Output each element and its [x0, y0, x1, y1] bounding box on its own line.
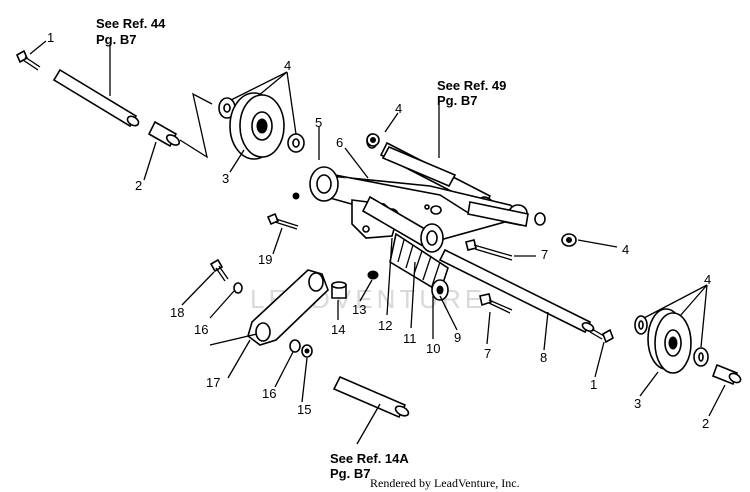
washer-16-lower [289, 339, 301, 353]
bolt-18 [209, 258, 229, 282]
callout-9: 9 [454, 330, 461, 345]
center-small-parts [292, 192, 442, 280]
lower-shaft [332, 375, 410, 419]
callout-15: 15 [297, 402, 311, 417]
callout-10: 10 [426, 341, 440, 356]
upper-right-shaft [381, 145, 457, 188]
washer-16-upper [233, 282, 243, 294]
callout-14: 14 [331, 322, 345, 337]
bolt-7-lower [479, 293, 513, 314]
callout-2-left: 2 [135, 178, 142, 193]
right-wheel [647, 308, 692, 374]
spacer-14 [331, 281, 347, 299]
right-spacer [711, 363, 742, 386]
center-tube [361, 195, 444, 253]
upper-shaft [52, 68, 140, 128]
callout-8: 8 [540, 350, 547, 365]
right-washer-4 [561, 233, 577, 247]
callout-7-lower: 7 [484, 346, 491, 361]
callout-7-upper: 7 [541, 247, 548, 262]
callout-13: 13 [352, 302, 366, 317]
callout-1-upper: 1 [47, 30, 54, 45]
callout-2-right: 2 [702, 416, 709, 431]
callout-5: 5 [315, 115, 322, 130]
render-credit: Rendered by LeadVenture, Inc. [370, 476, 520, 490]
ref14a-line1: See Ref. 14A [330, 451, 409, 466]
nut-15 [301, 344, 313, 358]
reference-note-44: See Ref. 44 Pg. B7 [96, 16, 166, 47]
reference-note-49: See Ref. 49 Pg. B7 [437, 78, 506, 108]
upper-wheel [229, 92, 285, 160]
callout-4-upper-left: 4 [284, 58, 291, 73]
upper-spacer [147, 120, 181, 148]
upper-right-washer [366, 133, 380, 147]
callout-16-upper: 16 [194, 322, 208, 337]
callout-4-center: 4 [395, 101, 402, 116]
callout-6: 6 [336, 135, 343, 150]
reference-note-14a: See Ref. 14A Pg. B7 [330, 451, 409, 481]
callout-16-lower: 16 [262, 386, 276, 401]
right-washer-a [634, 315, 648, 335]
bolt-19 [266, 212, 299, 230]
leader-lines [29, 40, 726, 445]
bolt-7-upper [465, 239, 513, 261]
callout-4-right: 4 [622, 242, 629, 257]
link-arm-17 [247, 269, 329, 346]
bolt-1-right [589, 328, 614, 344]
shock-spring [389, 232, 449, 301]
ref49-line1: See Ref. 49 [437, 78, 506, 93]
callout-17: 17 [206, 375, 220, 390]
upper-left-bolt [15, 49, 41, 71]
callout-3-left: 3 [222, 171, 229, 186]
callout-11: 11 [403, 331, 417, 346]
pivot-shaft-long [438, 248, 595, 334]
callout-4-lower-right: 4 [704, 272, 711, 287]
callout-1-lower: 1 [590, 377, 597, 392]
ref49-line2: Pg. B7 [437, 93, 477, 108]
callout-19: 19 [258, 252, 272, 267]
callout-12: 12 [378, 318, 392, 333]
callout-18: 18 [170, 305, 184, 320]
upper-washer-b [287, 133, 305, 153]
callout-labels: 1 4 2 3 5 6 4 7 4 19 18 16 14 13 12 11 1… [47, 30, 711, 431]
ref14a-line2: Pg. B7 [330, 466, 370, 481]
right-washer-b [693, 347, 709, 367]
ref44-line2: Pg. B7 [96, 32, 136, 47]
center-arm-frame [309, 166, 546, 241]
ref44-line1: See Ref. 44 [96, 16, 166, 31]
callout-3-right: 3 [634, 396, 641, 411]
